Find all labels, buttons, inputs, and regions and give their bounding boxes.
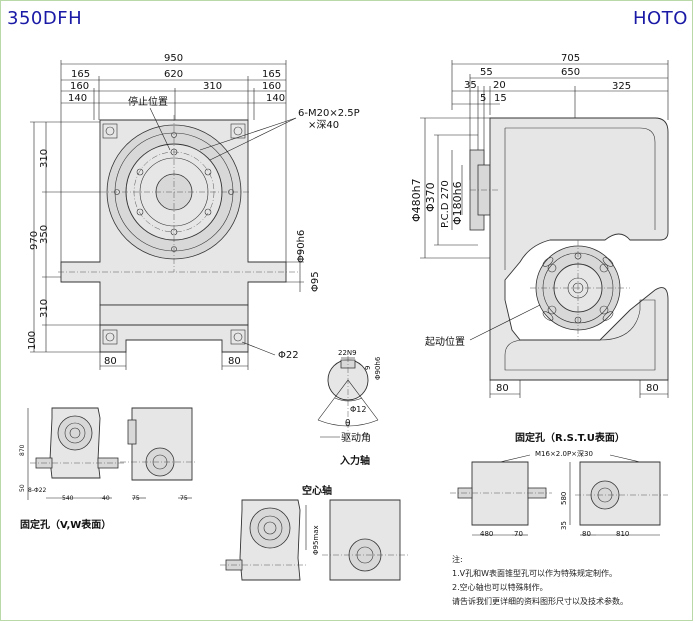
small-dia: Φ12 [350,405,366,414]
shaft-dia: Φ90h6 [296,230,307,263]
side-dim-35: 35 [464,80,477,91]
side-dim-5: 5 [480,93,486,104]
start-position-label: 起动位置 [425,335,465,348]
vw-height: 870 [19,444,26,456]
notes-line-3: 请告诉我们更详细的资料图形尺寸以及技术参数。 [452,597,628,606]
dim-165-left: 165 [71,69,90,80]
hole-note-1: 6-M20×2.5P [298,108,360,119]
notes-block: 注: 1.V孔和W表面锥型孔可以作为特殊规定制作。 2.空心轴也可以特殊制作。 … [452,553,628,609]
dim-620: 620 [164,69,183,80]
flange-dia: Φ95 [310,271,321,292]
dim-100: 100 [27,331,38,350]
vw-s2: 75 [180,495,188,502]
mount-rstu-views: 固定孔（R.S.T.U表面） M16×2.0P×深30 480 70 580 3… [450,431,668,538]
vw-title: 固定孔（V,W表面） [20,518,111,531]
dim-310-top: 310 [39,149,50,168]
side-dia-480: Φ480h7 [410,178,423,222]
rstu-w1: 480 [480,530,493,538]
drive-angle-label: 驱动角 [341,432,371,444]
side-dia-180: Φ180h6 [451,181,464,225]
foot-hole-dia: Φ22 [278,350,299,361]
dim-350: 350 [39,225,50,244]
vw-offset: 50 [19,484,26,492]
notes-line-1: 1.V孔和W表面锥型孔可以作为特殊规定制作。 [452,569,618,578]
hollow-shaft-views: 空心轴 Φ95max [220,484,408,581]
input-shaft-detail: 22N9 9 Φ90h6 Φ12 θ 驱动角 入力轴 [317,349,382,467]
theta-label: θ [345,419,351,429]
rstu-title: 固定孔（R.S.T.U表面） [515,431,625,444]
side-dim-15: 15 [494,93,507,104]
hollow-dia: Φ95max [312,525,320,555]
dim-970: 970 [29,231,40,250]
hole-note-2: ×深40 [308,119,339,131]
brand-name: HOTO [633,8,688,29]
vw-w1: 540 [62,495,74,502]
input-shaft-title: 入力轴 [340,454,370,467]
key-width: 22N9 [338,349,357,357]
rstu-w4: 810 [616,530,629,538]
rstu-height: 580 [560,492,568,505]
notes-line-2: 2.空心轴也可以特殊制作。 [452,583,548,592]
side-dim-55: 55 [480,67,493,78]
model-number: 350DFH [7,8,83,29]
rstu-w3: 80 [582,530,591,538]
side-dim-325: 325 [612,81,631,92]
front-view: 950 620 310 165 160 140 165 160 140 970 … [27,53,360,370]
vw-w2: 40 [102,495,110,502]
rstu-hole: M16×2.0P×深30 [535,449,593,458]
vw-hole: 8-Φ22 [28,487,47,494]
mount-vw-views: 870 50 540 40 8-Φ22 固定孔（V,W表面） 75 75 [19,407,196,531]
rstu-offset: 35 [560,521,568,530]
vw-s1: 75 [132,495,140,502]
side-bottom-80-right: 80 [646,383,659,394]
side-dim-650: 650 [561,67,580,78]
side-pcd: P.C.D 270 [440,180,451,228]
side-bottom-80-left: 80 [496,383,509,394]
dim-160-left: 160 [70,81,89,92]
dim-950: 950 [164,53,183,64]
side-dim-705: 705 [561,53,580,64]
stop-position-label: 停止位置 [128,95,168,108]
rstu-w2: 70 [514,530,523,538]
dim-310-bottom: 310 [39,299,50,318]
dim-165-right: 165 [262,69,281,80]
front-bottom-80-left: 80 [104,356,117,367]
dim-140-right: 140 [266,93,285,104]
side-dim-20: 20 [493,80,506,91]
dim-140-left: 140 [68,93,87,104]
hollow-title: 空心轴 [302,484,332,497]
front-bottom-80-right: 80 [228,356,241,367]
input-shaft-dia: Φ90h6 [374,356,382,380]
side-dia-370: Φ370 [424,182,437,212]
notes-head: 注: [452,555,463,564]
side-view: 705 650 325 55 35 20 5 15 Φ480h7 Φ370 P.… [410,53,669,398]
key-depth: 9 [364,366,372,370]
dim-310: 310 [203,81,222,92]
dim-160-right: 160 [262,81,281,92]
